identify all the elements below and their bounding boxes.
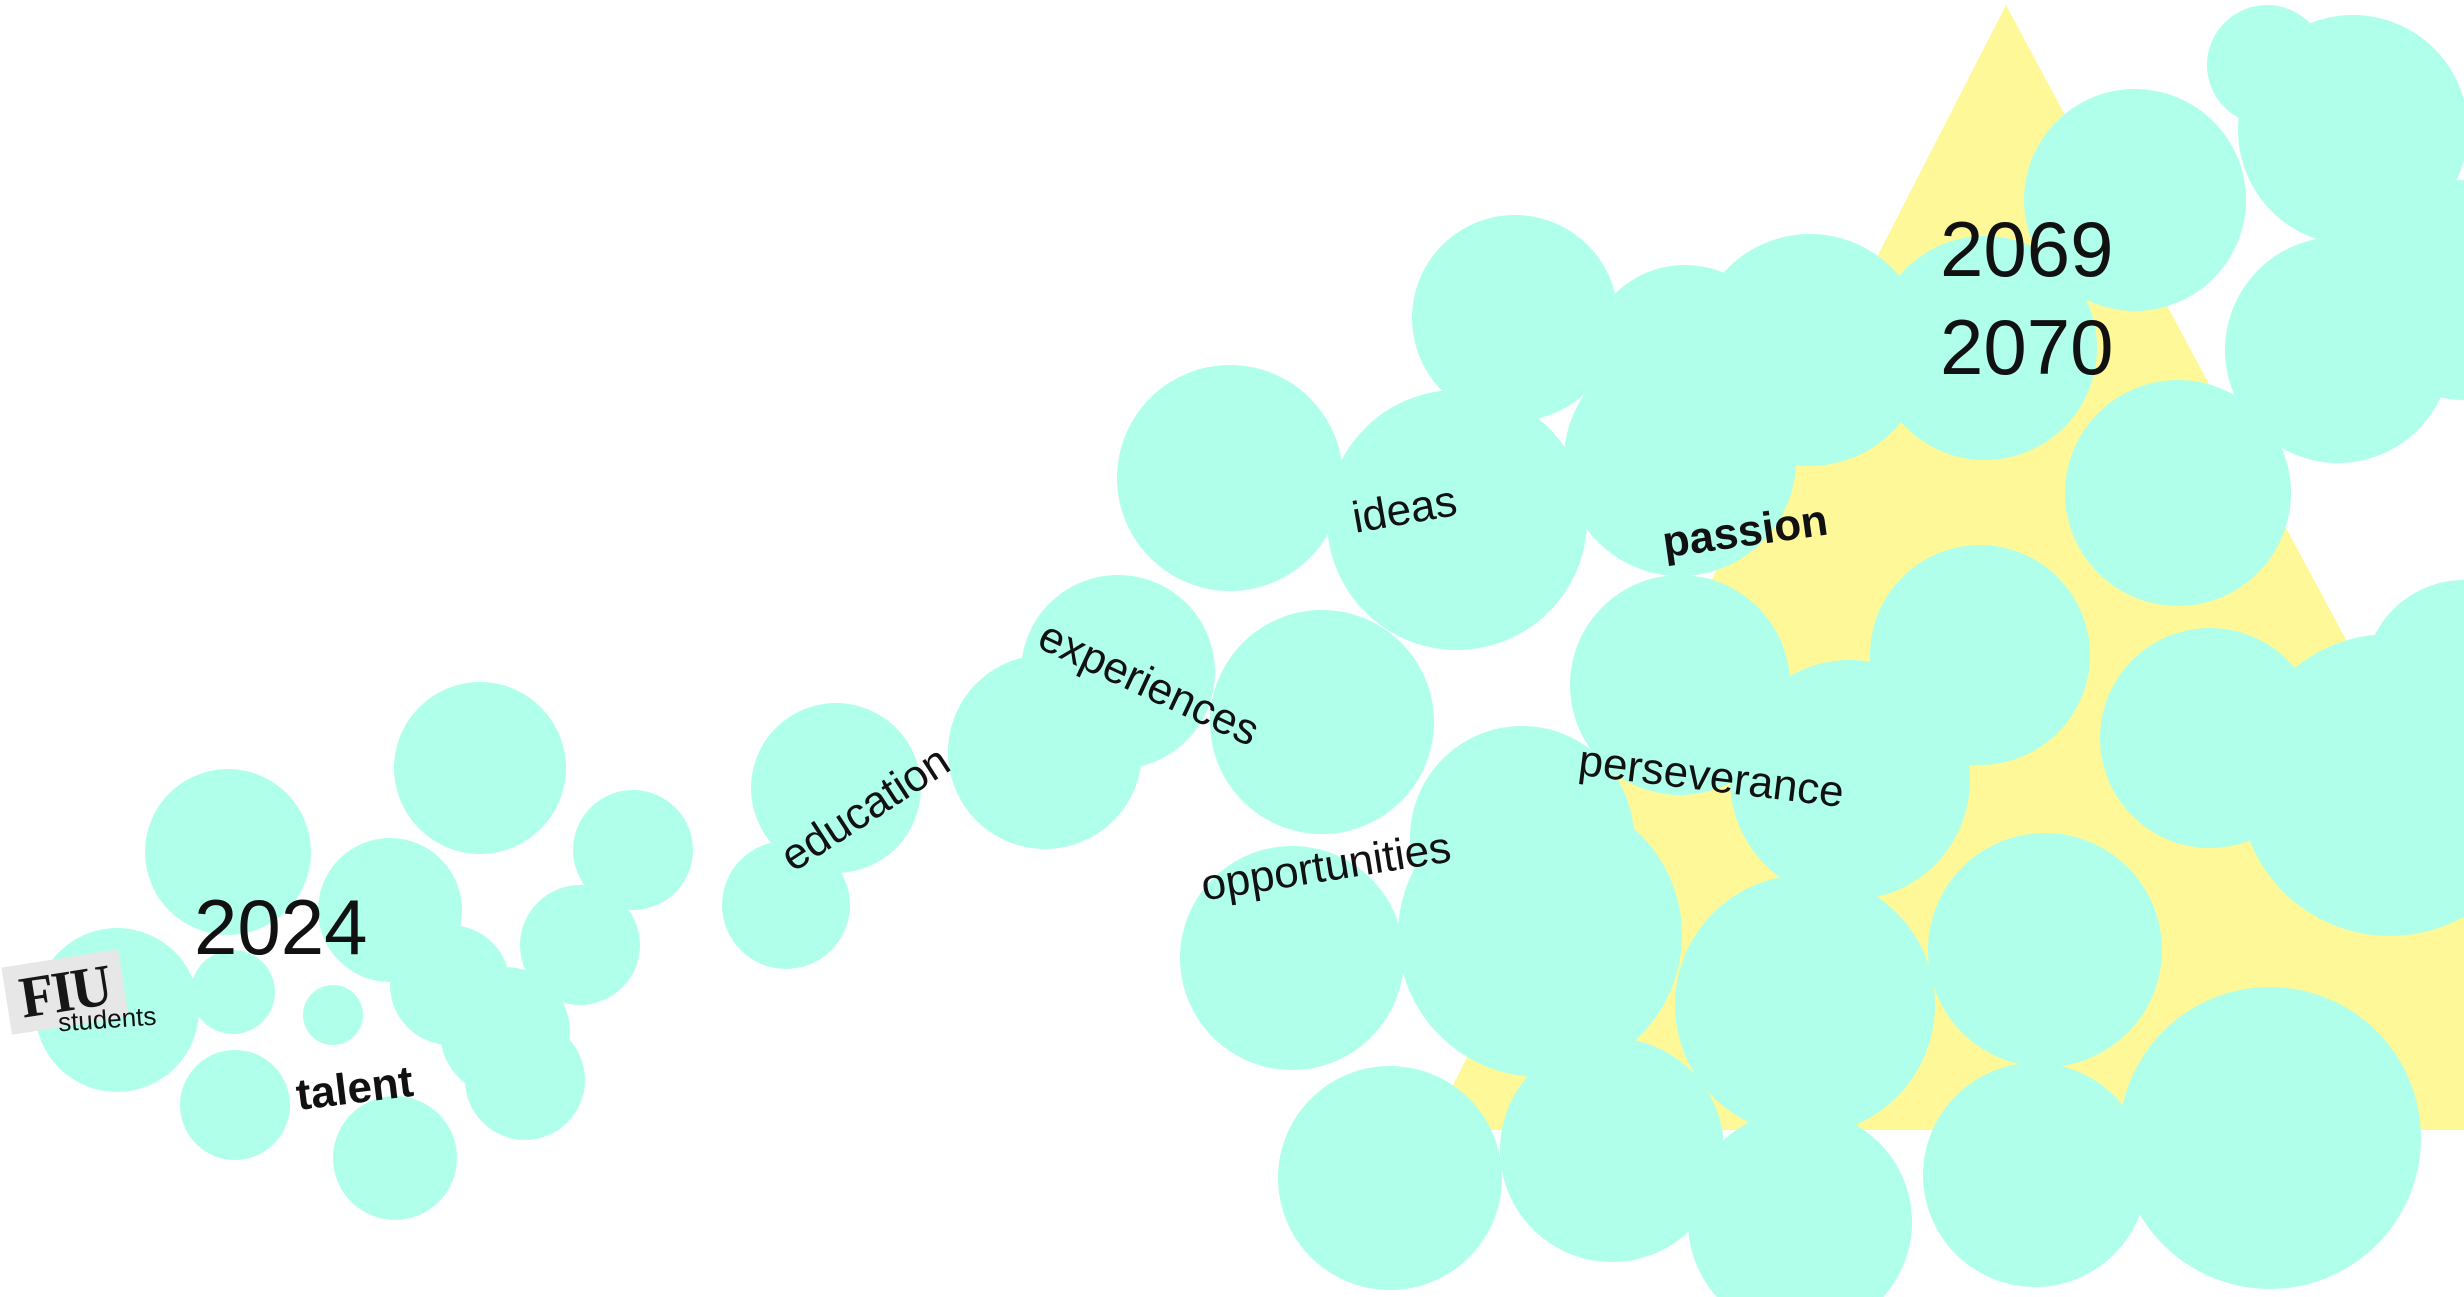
bubble [1570,575,1790,795]
bubble [2207,5,2327,125]
bubble-group [35,5,2464,1297]
bubble [573,790,693,910]
bubble [520,885,640,1005]
bubble [1928,833,2162,1067]
bubble [145,769,311,935]
bubble [1688,1110,1912,1297]
label-year-2024: 2024 [194,883,368,971]
bubble [1873,236,2097,460]
bubble [1870,545,2090,765]
bubble [2364,580,2464,780]
bubble [2024,89,2246,311]
bubble [1694,234,1926,466]
bubble [1398,793,1682,1077]
bubble [465,1020,585,1140]
bubble [303,985,363,1045]
bubble [191,950,275,1034]
bubble [1278,1066,1502,1290]
bubble [394,682,566,854]
bubble [1021,575,1215,769]
bubble [1675,875,1935,1135]
bubble [390,925,510,1045]
bubble [751,703,921,873]
bubble [2065,380,2291,606]
bubble [2119,987,2421,1289]
bubble [2354,180,2464,400]
bubble [1180,846,1404,1070]
label-year-2070: 2070 [1940,303,2114,391]
bubble [180,1050,290,1160]
bubble [1500,1038,1724,1262]
bubble [722,841,850,969]
bubble [1923,1063,2147,1287]
label-students: students [57,1000,158,1038]
bubble [333,1096,457,1220]
bubble [1117,365,1343,591]
bubble [1327,390,1587,650]
bubble [1210,610,1434,834]
label-year-2069: 2069 [1940,205,2114,293]
bubble [1412,215,1618,421]
